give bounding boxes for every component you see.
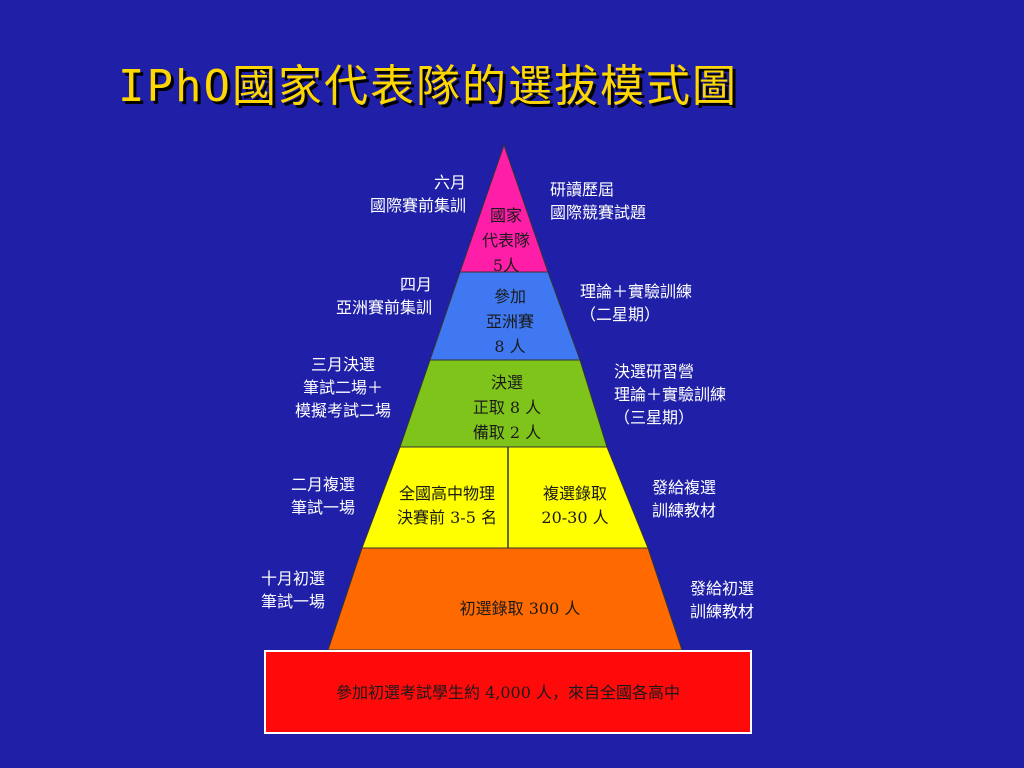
left-label-final-line-3: 模擬考試二場 <box>294 401 391 420</box>
base-line-1: 參加初選考試學生約 4,000 人，來自全國各高中 <box>336 683 680 702</box>
tier-national-line-3: 5人 <box>492 256 520 275</box>
left-label-final: 三月決選 筆試二場＋ 模擬考試二場 <box>280 353 406 422</box>
slide-title: IPhO國家代表隊的選拔模式圖 <box>118 61 738 112</box>
left-label-asian-line-1: 四月 <box>399 275 432 294</box>
tier-asian-line-1: 參加 <box>493 287 526 306</box>
right-label-asian-line-2: （二星期） <box>580 305 661 324</box>
tier-asian-line-2: 亞洲賽 <box>485 312 534 331</box>
tier-semifinal-left-text: 全國高中物理 決賽前 3-5 名 <box>384 482 510 530</box>
tier-national-line-2: 代表隊 <box>481 231 530 250</box>
right-label-preliminary-line-1: 發給初選 <box>690 579 755 598</box>
tier-national-text: 國家 代表隊 5人 <box>470 203 542 278</box>
right-label-final: 決選研習營 理論＋實驗訓練 （三星期） <box>614 360 784 429</box>
right-label-asian-line-1: 理論＋實驗訓練 <box>580 282 693 301</box>
tier-semifinal-right-text: 複選錄取 20-30 人 <box>515 482 635 530</box>
right-label-preliminary-line-2: 訓練教材 <box>690 602 755 621</box>
tier-semifinal-left-line-1: 全國高中物理 <box>398 484 495 503</box>
tier-final-line-2: 正取 8 人 <box>472 398 542 417</box>
tier-final-line-1: 決選 <box>490 373 523 392</box>
left-label-final-line-1: 三月決選 <box>310 355 375 374</box>
right-label-final-line-2: 理論＋實驗訓練 <box>614 385 727 404</box>
tier-asian-text: 參加 亞洲賽 8 人 <box>465 284 555 359</box>
base-text: 參加初選考試學生約 4,000 人，來自全國各高中 <box>268 682 748 704</box>
left-label-final-line-2: 筆試二場＋ <box>302 378 383 397</box>
tier-final-text: 決選 正取 8 人 備取 2 人 <box>452 370 562 445</box>
right-label-semifinal: 發給複選 訓練教材 <box>652 476 772 522</box>
left-label-preliminary-line-2: 筆試一場 <box>260 592 325 611</box>
right-label-asian: 理論＋實驗訓練 （二星期） <box>580 280 740 326</box>
left-label-national-line-1: 六月 <box>433 173 466 192</box>
tier-semifinal-right-line-2: 20-30 人 <box>541 508 609 527</box>
base-shape <box>264 650 752 734</box>
right-label-semifinal-line-2: 訓練教材 <box>652 501 717 520</box>
left-label-asian-line-2: 亞洲賽前集訓 <box>335 298 432 317</box>
left-label-semifinal: 二月複選 筆試一場 <box>270 473 376 519</box>
left-label-semifinal-line-1: 二月複選 <box>290 475 355 494</box>
left-label-semifinal-line-2: 筆試一場 <box>290 498 355 517</box>
left-label-national: 六月 國際賽前集訓 <box>320 171 466 217</box>
tier-preliminary-text: 初選錄取 300 人 <box>420 598 620 620</box>
right-label-national: 研讀歷屆 國際競賽試題 <box>550 178 700 224</box>
right-label-national-line-1: 研讀歷屆 <box>550 180 615 199</box>
left-label-asian: 四月 亞洲賽前集訓 <box>290 273 432 319</box>
tier-asian-line-3: 8 人 <box>494 337 526 356</box>
right-label-semifinal-line-1: 發給複選 <box>652 478 717 497</box>
left-label-preliminary: 十月初選 筆試一場 <box>240 567 346 613</box>
tier-final-line-3: 備取 2 人 <box>472 423 542 442</box>
left-label-national-line-2: 國際賽前集訓 <box>369 196 466 215</box>
right-label-final-line-1: 決選研習營 <box>614 362 695 381</box>
left-label-preliminary-line-1: 十月初選 <box>260 569 325 588</box>
tier-semifinal-left-line-2: 決賽前 3-5 名 <box>397 508 497 527</box>
right-label-final-line-3: （三星期） <box>614 408 695 427</box>
tier-national-line-1: 國家 <box>489 206 522 225</box>
right-label-preliminary: 發給初選 訓練教材 <box>690 577 810 623</box>
tier-semifinal-right-line-1: 複選錄取 <box>542 484 607 503</box>
tier-preliminary-line-1: 初選錄取 300 人 <box>459 599 581 618</box>
right-label-national-line-2: 國際競賽試題 <box>550 203 647 222</box>
